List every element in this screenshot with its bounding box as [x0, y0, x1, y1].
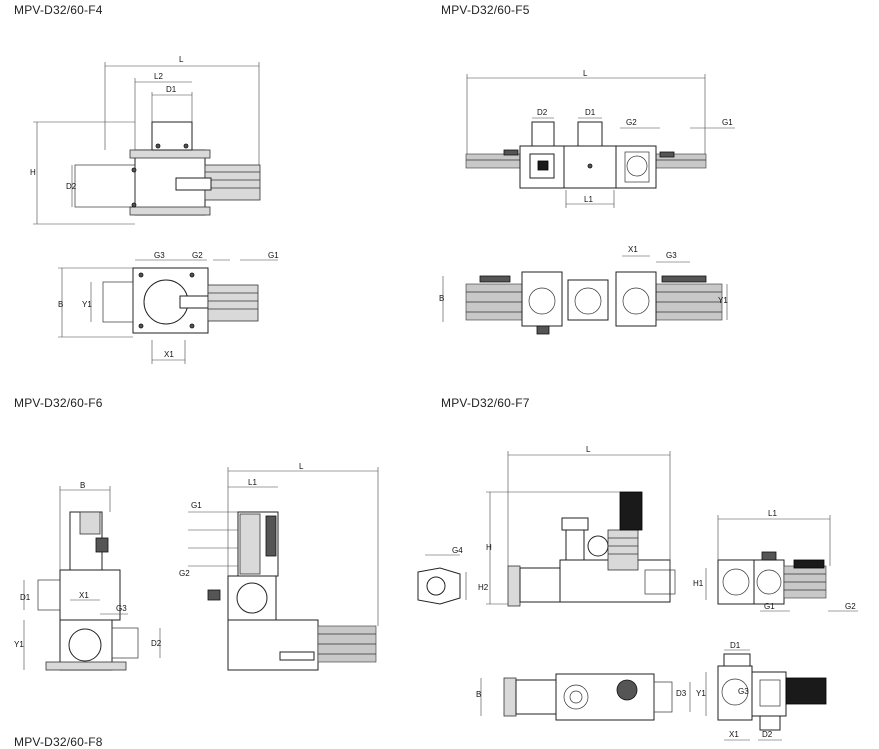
f7-side-dim-G4: G4 [452, 546, 463, 555]
f5-top-view: B Y1 X1 G3 [439, 245, 728, 335]
f5-dim-B: B [439, 294, 444, 303]
f7-endtop-dim-D2: D2 [762, 730, 773, 739]
f7-side-dim-H2: H2 [478, 583, 489, 592]
f4-dim-Y1: Y1 [82, 300, 92, 309]
f7-top-dim-B: B [476, 690, 481, 699]
f4-dim-G1: G1 [268, 251, 279, 260]
f4-dim-L2: L2 [154, 72, 163, 81]
f7-end-view: L1 H1 G1 G2 [693, 509, 858, 612]
f6-front-dim-D2: D2 [151, 639, 162, 648]
f6-front-dim-B: B [80, 481, 85, 490]
caption-f5: MPV-D32/60-F5 [441, 3, 530, 17]
f7-endtop-dim-G3: G3 [738, 687, 749, 696]
f7-endtop-dim-Y1: Y1 [696, 689, 706, 698]
caption-f7: MPV-D32/60-F7 [441, 396, 530, 410]
f4-dim-G2: G2 [192, 251, 203, 260]
f7-endtop-dim-D1: D1 [730, 641, 741, 650]
f5-dim-X1: X1 [628, 245, 638, 254]
f4-side-view: L L2 D1 H D2 [30, 55, 261, 225]
f6-front-dim-G3: G3 [116, 604, 127, 613]
f5-dim-G3: G3 [666, 251, 677, 260]
f7-end-dim-G2: G2 [845, 602, 856, 611]
f6-front-dim-D1: D1 [20, 593, 31, 602]
f7-top-dim-D3: D3 [676, 689, 687, 698]
f4-dim-D2: D2 [66, 182, 77, 191]
f5-dim-G2: G2 [626, 118, 637, 127]
f5-dim-L1: L1 [584, 195, 593, 204]
f6-side-dim-G1: G1 [191, 501, 202, 510]
f5-side-view: L D2 D1 L1 G2 G1 [465, 69, 735, 208]
f7-end-dim-L1: L1 [768, 509, 777, 518]
f4-dim-H: H [30, 168, 36, 177]
f7-top-view: B D3 [476, 673, 691, 721]
f7-side-dim-H: H [486, 543, 492, 552]
f7-end-dim-G1: G1 [764, 602, 775, 611]
f6-front-dim-X1: X1 [79, 591, 89, 600]
f5-dim-G1: G1 [722, 118, 733, 127]
f7-end-dim-H1: H1 [693, 579, 704, 588]
f4-dim-G3: G3 [154, 251, 165, 260]
f4-dim-D1: D1 [166, 85, 177, 94]
f6-side-view: L L1 G1 G2 [179, 462, 379, 671]
f7-endtop-dim-X1: X1 [729, 730, 739, 739]
f4-dim-L: L [179, 55, 184, 64]
f5-dim-Y1: Y1 [718, 296, 728, 305]
f7-side-dim-L: L [586, 445, 591, 454]
f5-dim-L: L [583, 69, 588, 78]
caption-f6: MPV-D32/60-F6 [14, 396, 103, 410]
f6-side-dim-L1: L1 [248, 478, 257, 487]
f4-dim-X1: X1 [164, 350, 174, 359]
f4-dim-B: B [58, 300, 63, 309]
f6-side-dim-G2: G2 [179, 569, 190, 578]
f4-top-view: B Y1 X1 G3 G2 G1 [58, 251, 279, 364]
f5-dim-D1: D1 [585, 108, 596, 117]
f5-dim-D2: D2 [537, 108, 548, 117]
f6-side-dim-L: L [299, 462, 304, 471]
f6-front-view: B D1 X1 G3 Y1 D2 [14, 481, 162, 671]
f7-end-top-view: D1 Y1 G3 X1 D2 [696, 641, 827, 741]
f6-front-dim-Y1: Y1 [14, 640, 24, 649]
f7-side-view: L H G4 H2 [417, 445, 676, 607]
caption-f4: MPV-D32/60-F4 [14, 3, 103, 17]
